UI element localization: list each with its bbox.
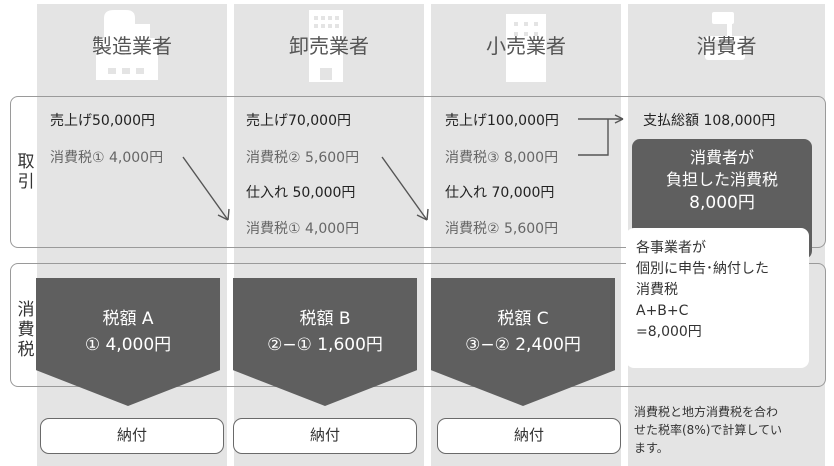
note-line3: ます。 [634,441,669,455]
filings-line4: A+B+C [636,303,689,319]
tax-amount-a-value: ① 4,000円 [84,335,172,355]
tax-amount-a-label: 税額 A [102,309,154,329]
transaction-band [10,96,826,248]
tax-amount-b-value: ②−① 1,600円 [267,335,383,355]
note-line2: せた税率(8%)で計算してい [634,423,783,437]
retailer-purchase: 仕入れ 70,000円 [445,185,555,201]
tax-amount-c-label: 税額 C [497,309,549,329]
wholesaler-purchase: 仕入れ 50,000円 [246,185,356,201]
retailer-tax: 消費税③ 8,000円 [445,150,559,166]
tax-amount-b-label: 税額 B [299,309,351,329]
note-line1: 消費税と地方消費税を合わ [634,405,779,419]
payment-button-wholesaler[interactable]: 納付 [233,418,417,454]
filings-line1: 各事業者が [636,240,706,256]
header-consumer: 消費者 [696,34,757,58]
header-wholesaler: 卸売業者 [289,34,369,58]
consumer-burden-line2: 負担した消費税 [665,170,778,189]
retailer-purchase-tax: 消費税② 5,600円 [445,221,559,237]
consumer-burden-line1: 消費者が [689,148,754,167]
row-label-consumption-tax: 消費税 [17,300,35,360]
consumer-total-payment: 支払総額 108,000円 [643,113,776,129]
row-label-transaction: 取引 [17,152,35,192]
filings-line2: 個別に申告･納付した [636,261,769,277]
consumer-burden-amount: 8,000円 [689,193,755,213]
manufacturer-tax: 消費税① 4,000円 [50,150,164,166]
wholesaler-purchase-tax: 消費税① 4,000円 [246,221,360,237]
tax-amount-c-value: ③−② 2,400円 [465,335,581,355]
tax-rate-note: 消費税と地方消費税を合わ せた税率(8%)で計算してい ます。 [634,403,782,457]
payment-button-manufacturer[interactable]: 納付 [40,418,224,454]
retailer-sales: 売上げ100,000円 [445,113,559,129]
filings-line5: =8,000円 [636,324,702,340]
filings-line3: 消費税 [636,282,678,298]
manufacturer-sales: 売上げ50,000円 [50,113,155,129]
wholesaler-sales: 売上げ70,000円 [246,113,351,129]
payment-button-retailer[interactable]: 納付 [437,418,621,454]
wholesaler-tax: 消費税② 5,600円 [246,150,360,166]
consumption-tax-band [10,263,826,387]
header-manufacturer: 製造業者 [92,34,172,58]
filings-summary-box: 各事業者が 個別に申告･納付した 消費税 A+B+C =8,000円 [626,228,809,368]
header-retailer: 小売業者 [486,34,566,58]
